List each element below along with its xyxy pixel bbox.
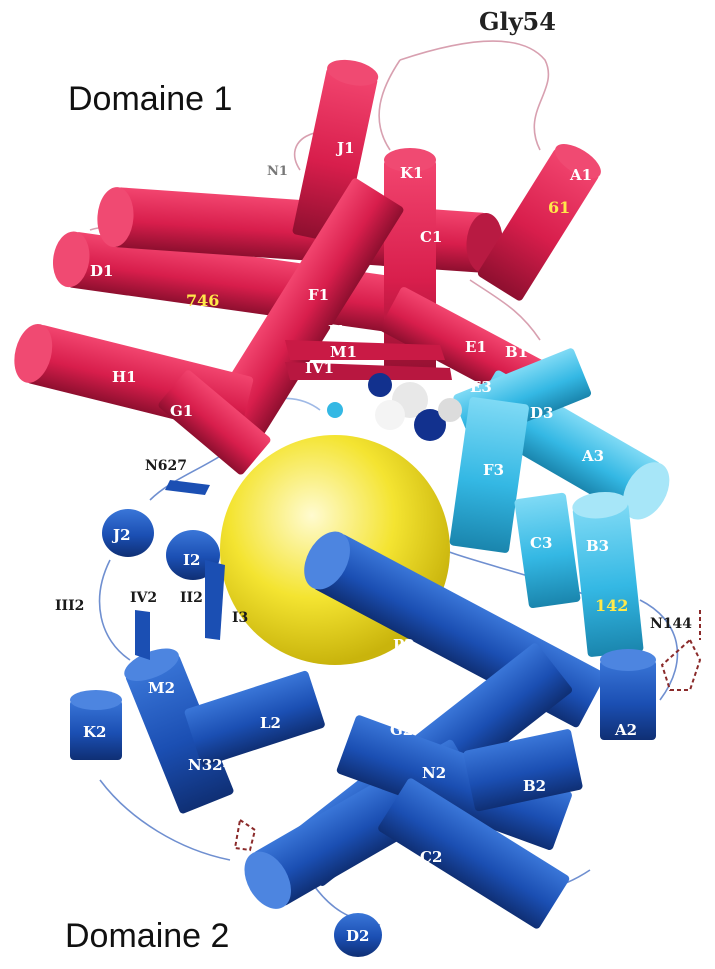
label-m2: M2 bbox=[148, 679, 175, 697]
label-a3: A3 bbox=[581, 447, 604, 465]
label-d1: D1 bbox=[90, 262, 113, 280]
label-k2: K2 bbox=[83, 723, 106, 741]
ligand-spheres bbox=[327, 373, 462, 441]
label-b3: B3 bbox=[586, 537, 609, 555]
label-f1: F1 bbox=[308, 286, 329, 304]
label-i3: I3 bbox=[232, 610, 248, 626]
label-i2: I2 bbox=[183, 551, 200, 569]
label-e3: E3 bbox=[470, 378, 492, 396]
label-j2: J2 bbox=[111, 526, 131, 544]
residue-n144: N144 bbox=[650, 616, 692, 632]
helix-h2-l2 bbox=[184, 670, 326, 767]
label-d3: D3 bbox=[530, 404, 553, 422]
label-a2: A2 bbox=[614, 721, 637, 739]
label-l2: L2 bbox=[260, 714, 281, 732]
label-iii2: III2 bbox=[55, 598, 84, 614]
label-e1: E1 bbox=[465, 338, 487, 356]
label-k1: K1 bbox=[400, 164, 423, 182]
residue-61: 61 bbox=[548, 198, 570, 217]
residue-n1: N1 bbox=[267, 164, 288, 179]
label-h2: H2 bbox=[212, 679, 237, 697]
label-ii2: II2 bbox=[180, 590, 203, 606]
label-a1: A1 bbox=[569, 166, 592, 184]
label-n2: N2 bbox=[422, 764, 446, 782]
label-g2: G2 bbox=[390, 721, 413, 739]
residue-746: 746 bbox=[186, 291, 219, 310]
label-c1: C1 bbox=[420, 228, 442, 246]
label-iv2: IV2 bbox=[130, 590, 157, 606]
label-e2: E2 bbox=[272, 786, 294, 804]
title-domain1: Domaine 1 bbox=[68, 80, 232, 118]
label-j1: J1 bbox=[335, 139, 355, 157]
label-h1: H1 bbox=[112, 368, 137, 386]
residue-gly54: Gly54 bbox=[479, 7, 556, 36]
label-p2: P2 bbox=[393, 636, 415, 654]
label-d2: D2 bbox=[346, 927, 369, 945]
label-b2: B2 bbox=[523, 777, 546, 795]
residue-n324: N324 bbox=[188, 756, 233, 774]
residue-142: 142 bbox=[595, 596, 628, 615]
label-f3: F3 bbox=[483, 461, 504, 479]
label-g1: G1 bbox=[170, 402, 193, 420]
label-c3: C3 bbox=[530, 534, 552, 552]
label-i1: I1 bbox=[328, 322, 345, 340]
residue-n627: N627 bbox=[145, 458, 187, 474]
title-domain2: Domaine 2 bbox=[65, 917, 229, 955]
label-b1: B1 bbox=[505, 343, 528, 361]
label-c2: C2 bbox=[420, 848, 442, 866]
label-iv1: IV1 bbox=[305, 359, 334, 377]
